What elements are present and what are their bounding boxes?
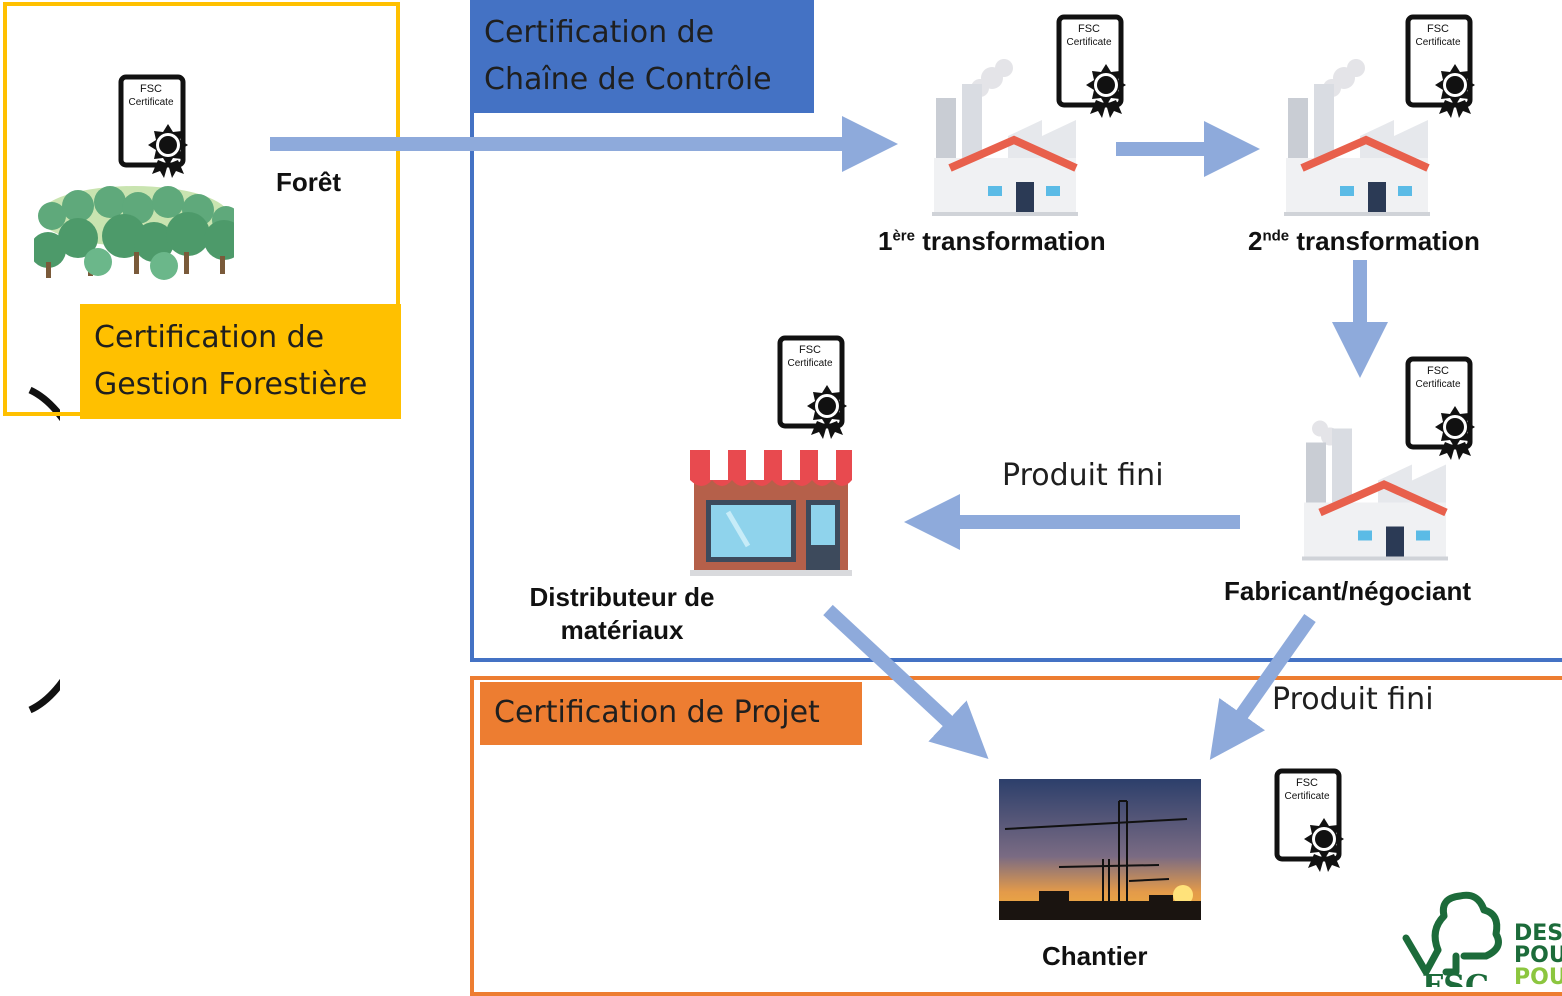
- construction-site-photo: [999, 779, 1201, 920]
- logo-line1: DES: [1514, 921, 1562, 946]
- fsc-certificate-icon: FSC Certificate: [1274, 768, 1346, 878]
- fsc-logo: FSC DES POU POU: [1400, 890, 1562, 987]
- flow-label-to-distributor: Produit fini: [1002, 458, 1164, 493]
- logo-line2: POU: [1514, 943, 1562, 968]
- arrow-fabricant-to-site: [1209, 613, 1316, 760]
- chain-title-line2: Chaîne de Contrôle: [484, 62, 772, 97]
- label-fabricant: Fabricant/négociant: [1224, 576, 1472, 606]
- forest-management-header: Certification de Gestion Forestière: [80, 304, 401, 419]
- second-transformation-factory-icon: [1282, 58, 1432, 218]
- label-foret: Forêt: [276, 167, 341, 197]
- distributor-shop-icon: [688, 446, 854, 578]
- flow-label-to-site: Produit fini: [1272, 682, 1434, 717]
- fsc-certificate-icon: FSC Certificate: [1405, 356, 1477, 466]
- cert-line2: Certificate: [1066, 37, 1111, 48]
- distributeur-line2: matériaux: [560, 615, 684, 645]
- cert-line1: FSC: [1427, 23, 1449, 35]
- cert-line2: Certificate: [1284, 791, 1329, 802]
- project-header: Certification de Projet: [480, 682, 862, 745]
- fsc-certificate-icon: FSC Certificate: [1405, 14, 1477, 124]
- cert-line1: FSC: [1078, 23, 1100, 35]
- logo-line3: POU: [1514, 965, 1562, 987]
- cert-line2: Certificate: [1415, 37, 1460, 48]
- chain-title-line1: Certification de: [484, 15, 715, 50]
- forest-trees-icon: [34, 176, 234, 286]
- chain-of-custody-zone: [470, 0, 1562, 662]
- cert-line2: Certificate: [787, 358, 832, 369]
- cert-line2: Certificate: [128, 97, 173, 108]
- chain-of-custody-header: Certification de Chaîne de Contrôle: [470, 0, 814, 113]
- forest-title-line2: Gestion Forestière: [94, 367, 368, 402]
- fsc-certificate-icon: FSC Certificate: [1056, 14, 1128, 124]
- cert-line1: FSC: [799, 344, 821, 356]
- logo-brand: FSC: [1422, 969, 1489, 987]
- fsc-certificate-icon: FSC Certificate: [777, 335, 849, 445]
- cert-line2: Certificate: [1415, 379, 1460, 390]
- fabricant-factory-icon: [1300, 400, 1450, 565]
- label-second-transformation: 2nde transformation: [1248, 226, 1480, 256]
- fsc-certificate-icon: FSC Certificate: [118, 74, 190, 184]
- cert-line1: FSC: [1427, 365, 1449, 377]
- first-transformation-factory-icon: [930, 58, 1080, 218]
- distributeur-line1: Distributeur de: [529, 582, 715, 612]
- label-chantier: Chantier: [1042, 941, 1148, 971]
- forest-title-line1: Certification de: [94, 320, 325, 355]
- cert-line1: FSC: [140, 83, 162, 95]
- cert-line1: FSC: [1296, 777, 1318, 789]
- label-distributeur: Distributeur de matériaux: [519, 581, 725, 647]
- label-first-transformation: 1ère transformation: [878, 226, 1106, 256]
- arrow-distributor-to-site: [823, 604, 989, 760]
